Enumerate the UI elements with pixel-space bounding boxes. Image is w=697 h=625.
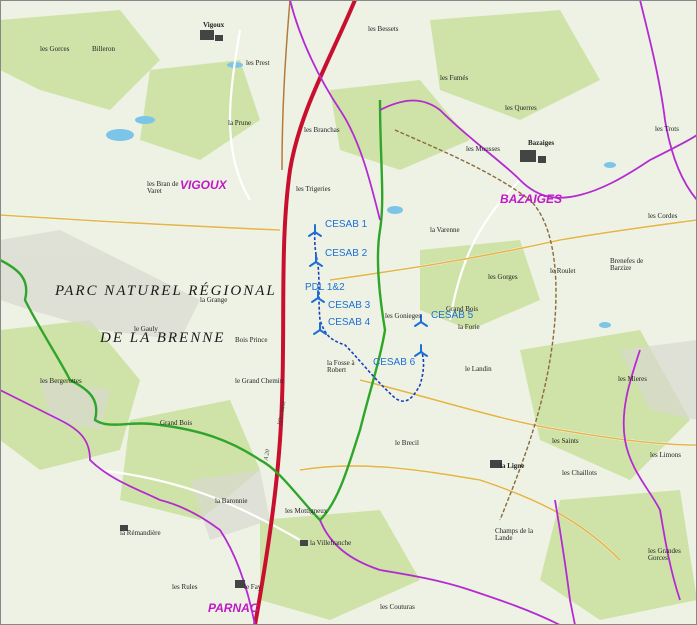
label-place-les-gorges: les Gorges [488, 273, 518, 281]
label-turbine-cesab4[interactable]: CESAB 4 [328, 317, 371, 328]
label-place-la-varenne: la Varenne [430, 226, 460, 234]
cable-route [313, 231, 425, 402]
label-place-le-roulet: le Roulet [550, 267, 576, 275]
label-place-la-baronnie: la Baronnie [215, 497, 248, 505]
label-place-les-cordes: les Cordes [648, 212, 678, 220]
label-turbine-cesab2[interactable]: CESAB 2 [325, 248, 368, 259]
label-place-grand-bois: Grand Bois [160, 419, 193, 427]
park-boundary [0, 99, 387, 522]
label-place-couturas: les Couturas [380, 603, 415, 611]
label-commune-vigoux: VIGOUX [180, 178, 227, 192]
label-place-les-prest: les Prest [246, 59, 270, 67]
label-place-villefranche: la Villefranche [310, 539, 352, 547]
label-place-le-brecil: le Brecil [395, 439, 419, 447]
label-place-bran-varet: les Bran de Varet [147, 180, 179, 195]
label-place-les-querres: les Querres [505, 104, 537, 112]
label-place-la-forie: la Forie [458, 323, 480, 331]
label-place-billeron: Billeron [92, 45, 115, 53]
label-place-les-fumes: les Fumés [440, 74, 469, 82]
label-place-vigoux: Vigoux [203, 21, 225, 29]
label-commune-parnac: PARNAC [208, 601, 259, 615]
label-place-fosse-robert: la Fosse à Robert [327, 359, 355, 374]
label-place-bergerottes: les Bergerottes [40, 377, 82, 385]
label-place-les-branchas: les Branchas [304, 126, 340, 134]
forest-areas [0, 10, 697, 620]
turbine-icons [308, 224, 428, 357]
label-place-la-ligne: la Ligne [500, 462, 525, 470]
label-place-les-gonieges: les Gonieges [385, 312, 421, 320]
label-place-remandiere: la Rémandière [120, 529, 161, 537]
label-turbine-cesab5[interactable]: CESAB 5 [431, 310, 474, 321]
village-buildings [120, 30, 546, 588]
label-place-le-fay: le Fay [244, 583, 262, 591]
label-place-les-saints: les Saints [552, 437, 579, 445]
label-place-la-prune: la Prune [228, 119, 252, 127]
label-turbine-cesab6[interactable]: CESAB 6 [373, 357, 416, 368]
label-turbine-cesab1[interactable]: CESAB 1 [325, 219, 368, 230]
label-place-les-limons: les Limons [650, 451, 681, 459]
label-park-line1: PARC NATUREL RÉGIONAL [55, 283, 277, 299]
label-turbine-cesab3[interactable]: CESAB 3 [328, 300, 371, 311]
label-place-grand-chemin: le Grand Chemin [235, 377, 284, 385]
label-place-bois-prince: Bois Prince [235, 336, 268, 344]
label-place-la-grange: la Grange [200, 296, 228, 304]
label-place-les-mousses: les Mousses [466, 145, 501, 153]
label-turbine-pdl[interactable]: PDL 1&2 [305, 282, 345, 293]
water-bodies [106, 62, 616, 328]
label-place-les-trots: les Trots [655, 125, 679, 133]
label-commune-bazaiges: BAZAIGES [500, 192, 563, 206]
label-place-les-trigeries: les Trigeries [296, 185, 331, 193]
road-n20 [281, 0, 291, 171]
label-place-le-landin: le Landin [465, 365, 492, 373]
motorway-a20 [253, 0, 357, 625]
label-place-mottigneux: les Mottigneux [285, 507, 328, 515]
label-place-bazaiges: Bazaiges [528, 139, 555, 147]
label-place-les-bessets: les Bessets [368, 25, 399, 33]
label-place-les-rules: les Rules [172, 583, 198, 591]
railway-line [394, 129, 557, 521]
label-place-les-chaillots: les Chaillots [562, 469, 597, 477]
label-place-grandes-gorces: les Grandes Gorces [648, 547, 681, 562]
label-place-brenefes: Brenefes de Barzize [610, 257, 644, 272]
label-place-les-mieres: les Mieres [618, 375, 647, 383]
label-place-les-gorces: les Gorces [40, 45, 70, 53]
label-park-line2: DE LA BRENNE [100, 330, 226, 346]
yellow-roads [0, 214, 697, 561]
label-place-champs-lande: Champs de la Lande [495, 527, 534, 542]
label-place-grand-bois-ne: Grand Bois [446, 305, 479, 313]
relief-shading [0, 230, 697, 540]
label-place-le-gauly: le Gauly [134, 325, 158, 333]
